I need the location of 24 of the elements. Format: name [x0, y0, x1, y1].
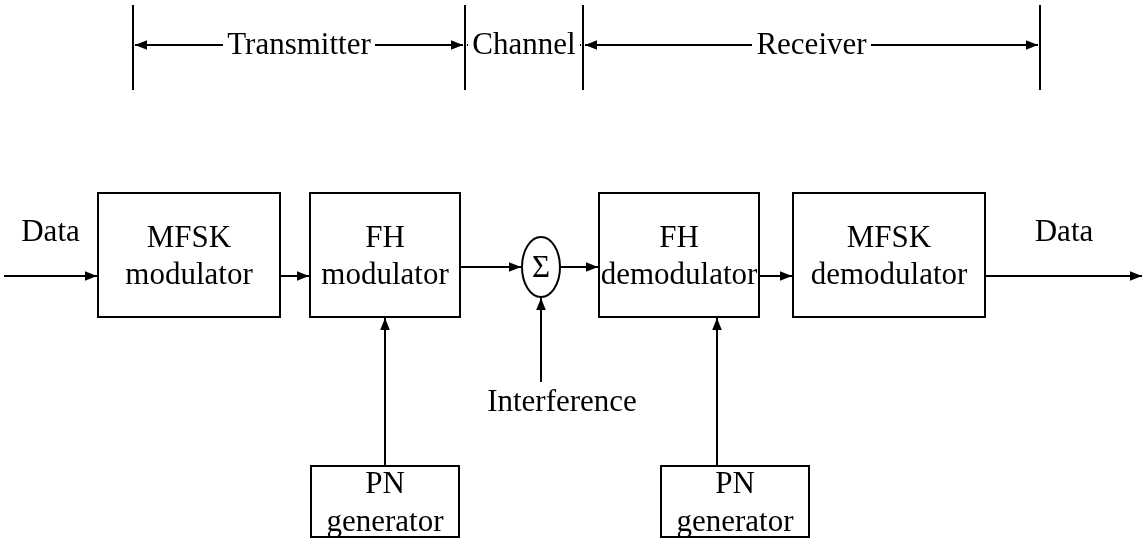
block-box [792, 192, 986, 318]
summing-junction [521, 236, 561, 298]
block-text: FH modulator [320, 217, 450, 293]
block-text: FH demodulator [600, 217, 758, 293]
block-text: Σ [531, 248, 550, 286]
block-box [660, 465, 810, 538]
arrow [536, 297, 546, 383]
block-text: PN generator [675, 464, 795, 539]
block-box [598, 192, 760, 318]
block-text: MFSK modulator [124, 217, 254, 293]
arrow [759, 271, 793, 281]
block-text: PN generator [325, 464, 445, 539]
arrow [560, 262, 599, 272]
block-box [310, 465, 460, 538]
arrow [712, 317, 722, 466]
arrow [280, 271, 310, 281]
arrow [460, 262, 522, 272]
arrow [380, 317, 390, 466]
block-box [97, 192, 281, 318]
block-text: Interference [487, 382, 637, 420]
block-text: MFSK demodulator [809, 217, 969, 293]
arrow [3, 271, 98, 281]
arrow [985, 271, 1143, 281]
block-box [309, 192, 461, 318]
